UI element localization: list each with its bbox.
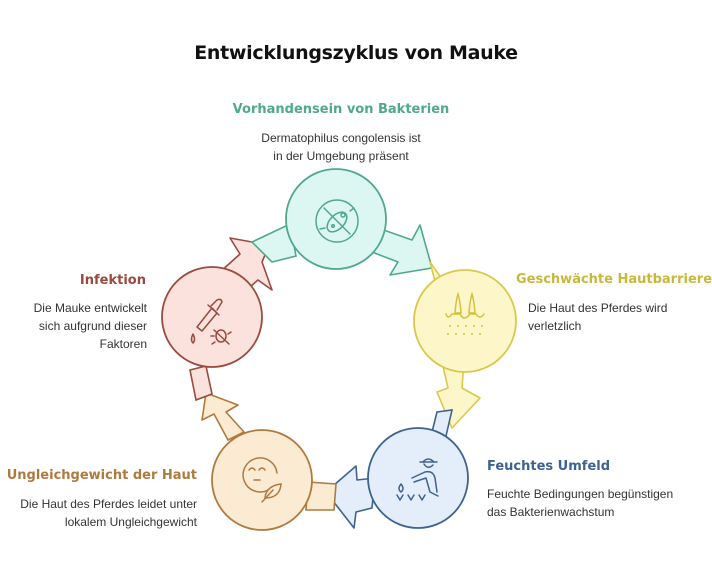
node-moist[interactable] (367, 427, 469, 529)
arrow-imbalance-to-infection (201, 392, 245, 441)
arrow-bacteria-connector (250, 222, 297, 263)
desc-line: Dermatophilus congolensis ist (261, 131, 421, 145)
step-barrier-desc: Die Haut des Pferdes wird verletzlich (528, 299, 667, 335)
desc-line: verletzlich (528, 319, 582, 333)
desc-line: sich aufgrund dieser (38, 319, 147, 333)
desc-line: in der Umgebung präsent (273, 149, 409, 163)
hair-follicle-icon (445, 291, 485, 335)
desc-line: lokalem Ungleichgewicht (64, 515, 197, 529)
desc-line: das Bakterienwachstum (487, 505, 615, 519)
page-title: Entwicklungszyklus von Mauke (194, 42, 518, 64)
node-bacteria[interactable] (285, 168, 387, 270)
step-infection-desc: Die Mauke entwickelt sich aufgrund diese… (0, 299, 147, 353)
bacteria-icon (315, 199, 359, 243)
dropper-bug-icon (190, 298, 232, 345)
node-barrier[interactable] (413, 269, 517, 373)
step-moist-desc: Feuchte Bedingungen begünstigen das Bakt… (487, 485, 673, 521)
farmer-water-icon (396, 458, 439, 501)
step-bacteria-desc: Dermatophilus congolensis ist in der Umg… (196, 129, 486, 165)
node-infection[interactable] (161, 266, 263, 368)
desc-line: Feuchte Bedingungen begünstigen (487, 487, 674, 501)
step-barrier-title: Geschwächte Hautbarriere (516, 272, 712, 287)
step-imbalance-desc: Die Haut des Pferdes leidet unter lokale… (0, 495, 197, 531)
step-moist-title: Feuchtes Umfeld (487, 459, 611, 474)
arrow-infection-connector (189, 365, 213, 402)
arrow-bacteria-to-barrier (371, 224, 433, 276)
node-imbalance[interactable] (211, 429, 313, 531)
step-infection-title: Infektion (79, 273, 146, 288)
desc-line: Die Mauke entwickelt (33, 301, 147, 315)
arrow-moist-to-imbalance (325, 465, 376, 529)
desc-line: Die Haut des Pferdes leidet unter (20, 497, 197, 511)
step-bacteria-title: Vorhandensein von Bakterien (232, 102, 450, 117)
desc-line: Faktoren (99, 337, 147, 351)
desc-line: Die Haut des Pferdes wird (528, 301, 668, 315)
step-imbalance-title: Ungleichgewicht der Haut (6, 468, 197, 483)
face-leaf-icon (242, 457, 282, 503)
